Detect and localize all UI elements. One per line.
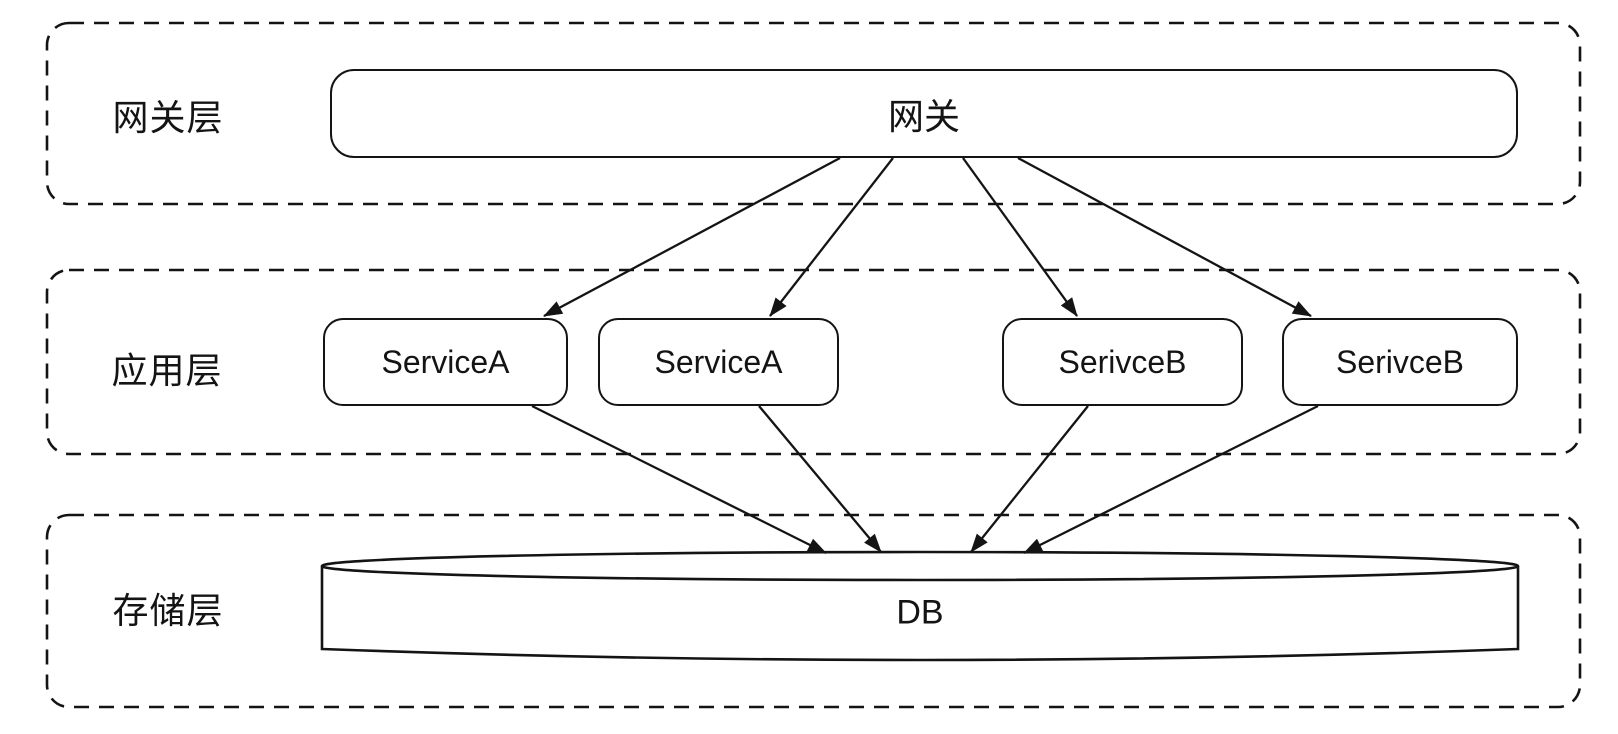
gateway-node[interactable]: 网关 <box>330 69 1518 158</box>
service-node-2[interactable]: ServiceA <box>598 318 839 406</box>
app-layer-label: 应用层 <box>111 350 223 391</box>
edge-service-3-db <box>970 405 1089 553</box>
edge-gateway-service-2 <box>769 157 894 317</box>
gateway-node-label: 网关 <box>887 95 960 137</box>
db-node[interactable] <box>320 550 1520 662</box>
service-node-3[interactable]: SerivceB <box>1002 318 1243 406</box>
service-node-1-label: ServiceA <box>381 343 510 380</box>
edge-service-4-db <box>1023 404 1319 555</box>
edge-gateway-service-3 <box>962 157 1078 317</box>
storage-layer-label: 存储层 <box>112 590 224 631</box>
service-node-4[interactable]: SerivceB <box>1282 318 1518 406</box>
service-node-3-label: SerivceB <box>1058 343 1187 380</box>
edge-service-2-db <box>758 405 882 553</box>
edge-gateway-service-4 <box>1017 156 1312 318</box>
service-node-2-label: ServiceA <box>654 343 783 380</box>
db-cylinder-top <box>320 550 1520 582</box>
storage-layer-frame <box>45 513 1582 709</box>
service-node-4-label: SerivceB <box>1335 343 1465 380</box>
service-node-1[interactable]: ServiceA <box>323 318 568 406</box>
gateway-layer-label: 网关层 <box>112 97 224 138</box>
edge-gateway-service-1 <box>543 156 841 318</box>
db-cylinder-body <box>320 566 1520 662</box>
gateway-layer-frame <box>45 21 1582 206</box>
db-node-label: DB <box>896 593 944 632</box>
edge-service-1-db <box>531 404 827 555</box>
